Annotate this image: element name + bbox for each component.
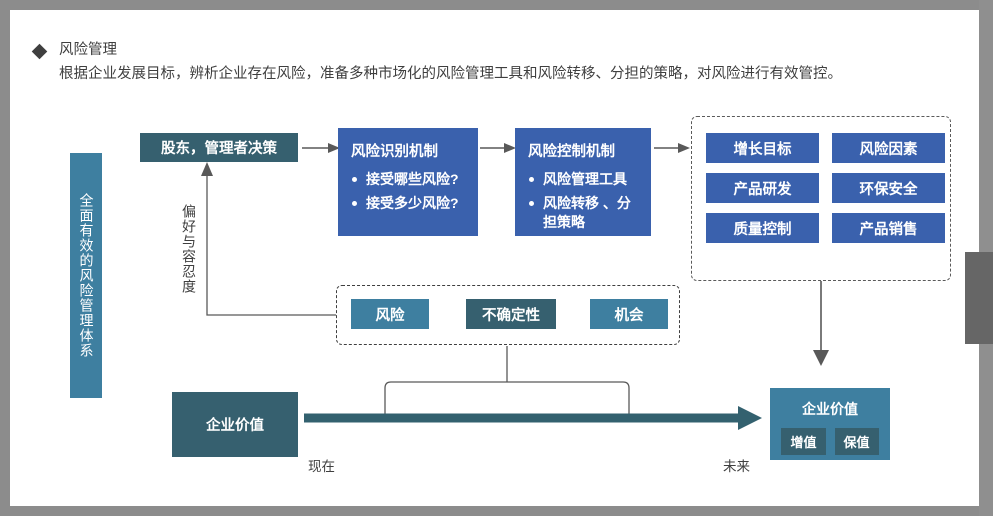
risk-identification-box[interactable]: 风险识别机制 接受哪些风险? 接受多少风险?	[338, 128, 478, 236]
risk-control-box[interactable]: 风险控制机制 风险管理工具 风险转移 、分担策略	[515, 128, 651, 236]
objective-tag[interactable]: 产品销售	[832, 213, 945, 243]
header-description: 根据企业发展目标，辨析企业存在风险，准备多种市场化的风险管理工具和风险转移、分担…	[59, 66, 842, 82]
risk-control-title: 风险控制机制	[528, 144, 615, 160]
list-item: 接受哪些风险?	[351, 170, 459, 189]
uncertainty-tag-uncertainty[interactable]: 不确定性	[466, 299, 556, 329]
enterprise-value-future-title: 企业价值	[802, 401, 858, 417]
preference-tolerance-label: 偏好与容忍度	[181, 204, 197, 294]
value-chip-preservation[interactable]: 保值	[834, 428, 879, 455]
page-title: 风险管理	[59, 42, 117, 58]
decision-box[interactable]: 股东，管理者决策	[140, 133, 298, 162]
diamond-bullet-icon	[31, 43, 48, 60]
list-item: 风险管理工具	[528, 170, 640, 189]
risk-identification-title: 风险识别机制	[351, 144, 438, 160]
list-item: 接受多少风险?	[351, 194, 459, 213]
timeline-label-now: 现在	[308, 459, 335, 474]
vertical-banner: 全面有效的风险管理体系	[70, 153, 102, 398]
slide-canvas: 风险管理 根据企业发展目标，辨析企业存在风险，准备多种市场化的风险管理工具和风险…	[10, 10, 983, 506]
scrollbar-thumb[interactable]	[965, 252, 993, 344]
objectives-group	[691, 116, 951, 281]
objective-tag[interactable]: 环保安全	[832, 173, 945, 203]
risk-identification-list: 接受哪些风险? 接受多少风险?	[351, 170, 459, 218]
objective-tag[interactable]: 增长目标	[706, 133, 819, 163]
objective-tag[interactable]: 风险因素	[832, 133, 945, 163]
objective-tag[interactable]: 质量控制	[706, 213, 819, 243]
list-item: 风险转移 、分担策略	[528, 194, 640, 232]
enterprise-value-future-box[interactable]: 企业价值 增值 保值	[770, 388, 890, 460]
value-chip-appreciation[interactable]: 增值	[781, 428, 826, 455]
uncertainty-tag-risk[interactable]: 风险	[351, 299, 429, 329]
uncertainty-tag-opportunity[interactable]: 机会	[590, 299, 668, 329]
risk-control-list: 风险管理工具 风险转移 、分担策略	[528, 170, 640, 237]
uncertainty-group	[336, 285, 680, 345]
value-chips: 增值 保值	[781, 428, 879, 455]
objective-tag[interactable]: 产品研发	[706, 173, 819, 203]
header: 风险管理 根据企业发展目标，辨析企业存在风险，准备多种市场化的风险管理工具和风险…	[31, 40, 944, 85]
timeline-label-future: 未来	[723, 459, 750, 474]
enterprise-value-now-box[interactable]: 企业价值	[172, 392, 298, 457]
